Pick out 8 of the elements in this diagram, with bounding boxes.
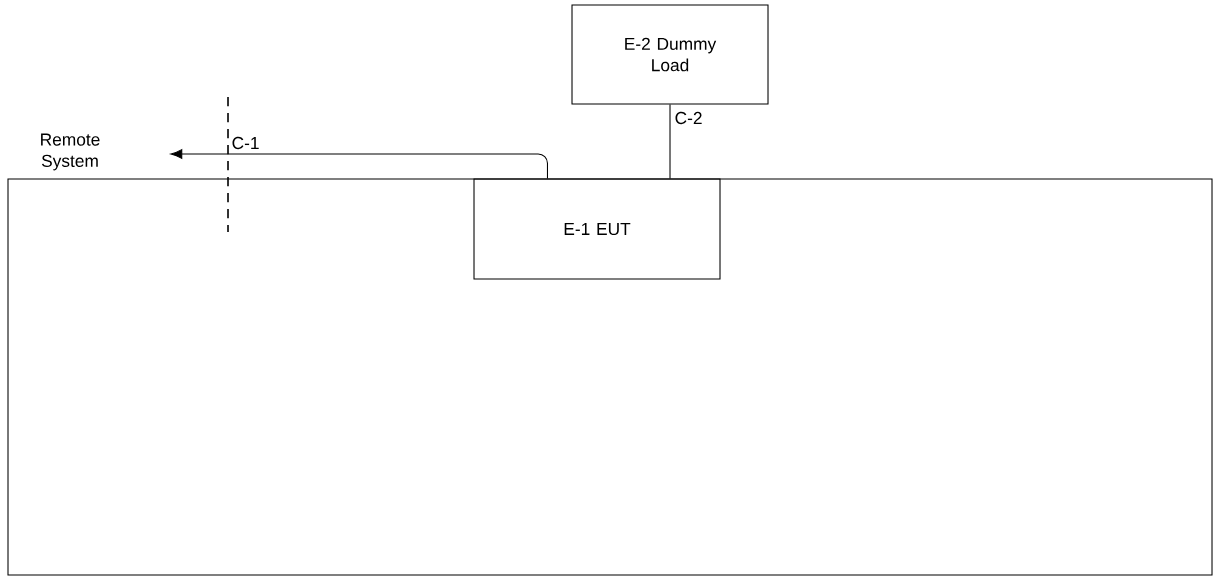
equipment-box: E-1 EUT (473, 178, 721, 280)
cable-label: C-1 (230, 135, 261, 151)
system-label: Remote System (41, 133, 100, 171)
connector (170, 149, 548, 179)
connector (669, 104, 671, 179)
cable-label: C-2 (673, 110, 704, 126)
table-outline (7, 178, 1213, 576)
equipment-box: E-2 Dummy Load (571, 4, 769, 105)
